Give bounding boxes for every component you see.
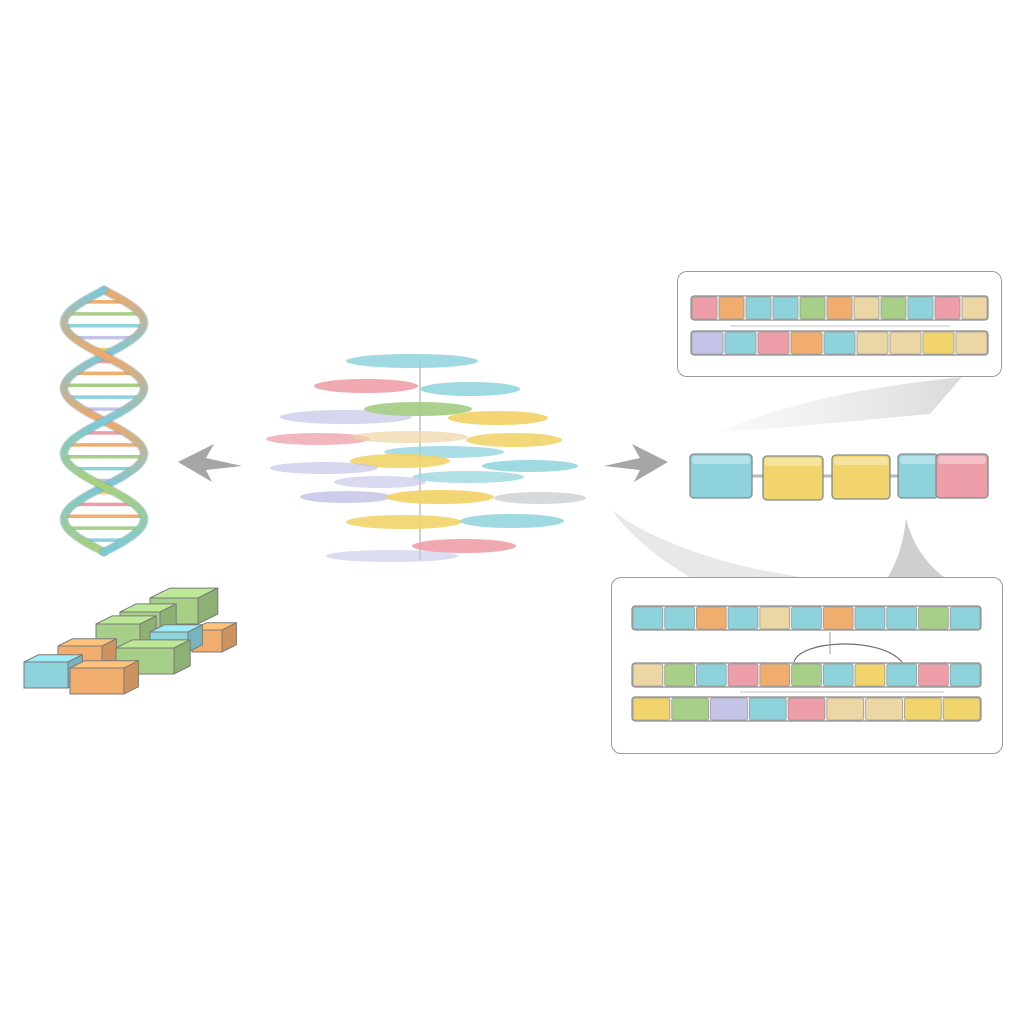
disc-layer	[448, 411, 548, 425]
segment-blocks-icon	[689, 453, 989, 501]
dna-double-helix-icon	[59, 285, 149, 557]
disc-layer	[364, 402, 472, 416]
disc-layer	[412, 539, 516, 553]
callout-wedge-bottom-left	[612, 510, 800, 577]
disc-layer	[326, 550, 458, 562]
disc-layer	[334, 476, 426, 488]
helix-strand	[60, 286, 148, 556]
disc-layer	[350, 454, 450, 468]
segment-block	[762, 455, 824, 501]
disc-layer	[314, 379, 418, 393]
disc-layer	[420, 382, 520, 396]
segment-block	[689, 453, 753, 499]
disc-layer	[482, 460, 578, 472]
disc-layer	[412, 471, 524, 483]
arrow-right-icon	[604, 444, 668, 482]
callout-wedge-bottom-right	[888, 518, 944, 577]
segment-block	[831, 454, 891, 500]
disc-layer	[346, 354, 478, 368]
disc-layer	[460, 514, 564, 528]
disc-layer	[494, 492, 586, 504]
layered-discs-icon	[266, 354, 586, 562]
disc-layer	[266, 433, 370, 445]
callout-wedge-top	[716, 377, 962, 432]
disc-layer	[300, 491, 392, 503]
disc-layer	[346, 515, 462, 529]
top-callout-panel	[677, 271, 1002, 377]
disc-layer	[386, 490, 494, 504]
arrow-left-icon	[178, 444, 242, 482]
stacked-blocks-icon	[23, 587, 237, 695]
disc-layer	[352, 431, 468, 443]
disc-layer	[270, 462, 378, 474]
segment-block	[935, 453, 989, 499]
block-cube	[69, 659, 139, 695]
bottom-callout-panel	[611, 577, 1003, 754]
disc-layer	[466, 433, 562, 447]
